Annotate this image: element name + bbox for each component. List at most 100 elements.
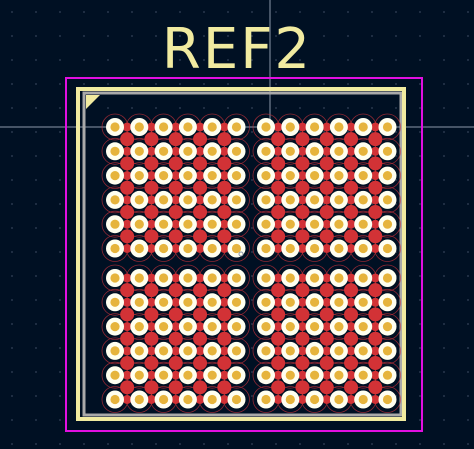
smd-pad[interactable] bbox=[120, 380, 135, 395]
smd-pad[interactable] bbox=[295, 356, 310, 371]
smd-pad-small[interactable] bbox=[346, 346, 356, 356]
smd-pad-small[interactable] bbox=[273, 122, 283, 132]
smd-pad-small[interactable] bbox=[195, 370, 205, 380]
pad-array[interactable] bbox=[101, 113, 401, 413]
smd-pad-small[interactable] bbox=[346, 171, 356, 181]
smd-pad-small[interactable] bbox=[219, 273, 229, 283]
smd-pad-small[interactable] bbox=[346, 146, 356, 156]
smd-pad-small[interactable] bbox=[370, 195, 380, 205]
smd-pad-small[interactable] bbox=[322, 122, 332, 132]
smd-pad-small[interactable] bbox=[219, 171, 229, 181]
smd-pad-small[interactable] bbox=[195, 322, 205, 332]
smd-pad-small[interactable] bbox=[346, 122, 356, 132]
smd-pad-small[interactable] bbox=[322, 273, 332, 283]
smd-pad[interactable] bbox=[168, 229, 183, 244]
smd-pad-small[interactable] bbox=[171, 297, 181, 307]
smd-pad[interactable] bbox=[217, 307, 232, 322]
smd-pad-small[interactable] bbox=[122, 244, 132, 253]
smd-pad-small[interactable] bbox=[273, 195, 283, 205]
smd-pad[interactable] bbox=[295, 205, 310, 220]
smd-pad[interactable] bbox=[120, 205, 135, 220]
smd-pad[interactable] bbox=[368, 132, 383, 147]
smd-pad[interactable] bbox=[271, 331, 286, 346]
smd-pad-small[interactable] bbox=[273, 395, 283, 404]
smd-pad-small[interactable] bbox=[322, 297, 332, 307]
smd-pad-small[interactable] bbox=[171, 322, 181, 332]
smd-pad[interactable] bbox=[168, 331, 183, 346]
smd-pad-small[interactable] bbox=[297, 346, 307, 356]
smd-pad-small[interactable] bbox=[122, 322, 132, 332]
smd-pad[interactable] bbox=[120, 229, 135, 244]
smd-pad-small[interactable] bbox=[273, 146, 283, 156]
smd-pad-small[interactable] bbox=[370, 122, 380, 132]
smd-pad-small[interactable] bbox=[322, 370, 332, 380]
smd-pad-small[interactable] bbox=[370, 219, 380, 229]
smd-pad-small[interactable] bbox=[219, 219, 229, 229]
smd-pad[interactable] bbox=[144, 283, 159, 298]
smd-pad-small[interactable] bbox=[346, 395, 356, 404]
smd-pad[interactable] bbox=[168, 356, 183, 371]
smd-pad[interactable] bbox=[295, 156, 310, 171]
smd-pad-small[interactable] bbox=[195, 346, 205, 356]
smd-pad-small[interactable] bbox=[273, 370, 283, 380]
smd-pad-small[interactable] bbox=[195, 146, 205, 156]
smd-pad-small[interactable] bbox=[322, 146, 332, 156]
smd-pad[interactable] bbox=[193, 229, 208, 244]
smd-pad[interactable] bbox=[319, 156, 334, 171]
smd-pad[interactable] bbox=[295, 307, 310, 322]
smd-pad[interactable] bbox=[368, 356, 383, 371]
smd-pad-small[interactable] bbox=[122, 219, 132, 229]
smd-pad-small[interactable] bbox=[219, 370, 229, 380]
smd-pad-small[interactable] bbox=[122, 146, 132, 156]
smd-pad-small[interactable] bbox=[171, 244, 181, 253]
smd-pad-small[interactable] bbox=[146, 122, 156, 132]
smd-pad-small[interactable] bbox=[171, 146, 181, 156]
smd-pad[interactable] bbox=[295, 132, 310, 147]
smd-pad[interactable] bbox=[217, 229, 232, 244]
smd-pad-small[interactable] bbox=[297, 244, 307, 253]
smd-pad-small[interactable] bbox=[171, 273, 181, 283]
smd-pad[interactable] bbox=[193, 180, 208, 195]
smd-pad-small[interactable] bbox=[297, 195, 307, 205]
smd-pad[interactable] bbox=[217, 156, 232, 171]
smd-pad-small[interactable] bbox=[322, 322, 332, 332]
smd-pad[interactable] bbox=[144, 307, 159, 322]
smd-pad-small[interactable] bbox=[219, 195, 229, 205]
smd-pad-small[interactable] bbox=[346, 297, 356, 307]
smd-pad[interactable] bbox=[144, 331, 159, 346]
smd-pad[interactable] bbox=[168, 132, 183, 147]
smd-pad[interactable] bbox=[144, 380, 159, 395]
smd-pad-small[interactable] bbox=[273, 322, 283, 332]
smd-pad-small[interactable] bbox=[297, 273, 307, 283]
smd-pad[interactable] bbox=[217, 283, 232, 298]
smd-pad[interactable] bbox=[271, 283, 286, 298]
smd-pad-small[interactable] bbox=[122, 171, 132, 181]
smd-pad[interactable] bbox=[344, 156, 359, 171]
smd-pad[interactable] bbox=[344, 331, 359, 346]
smd-pad[interactable] bbox=[295, 283, 310, 298]
smd-pad[interactable] bbox=[344, 132, 359, 147]
smd-pad-small[interactable] bbox=[346, 322, 356, 332]
smd-pad-small[interactable] bbox=[370, 370, 380, 380]
smd-pad-small[interactable] bbox=[219, 322, 229, 332]
smd-pad[interactable] bbox=[120, 356, 135, 371]
smd-pad[interactable] bbox=[368, 380, 383, 395]
smd-pad-small[interactable] bbox=[370, 244, 380, 253]
smd-pad[interactable] bbox=[344, 307, 359, 322]
smd-pad-small[interactable] bbox=[370, 171, 380, 181]
smd-pad[interactable] bbox=[271, 229, 286, 244]
smd-pad-small[interactable] bbox=[146, 244, 156, 253]
smd-pad-small[interactable] bbox=[219, 346, 229, 356]
smd-pad[interactable] bbox=[271, 180, 286, 195]
smd-pad[interactable] bbox=[344, 180, 359, 195]
smd-pad[interactable] bbox=[319, 356, 334, 371]
smd-pad-small[interactable] bbox=[171, 171, 181, 181]
smd-pad-small[interactable] bbox=[346, 219, 356, 229]
smd-pad[interactable] bbox=[168, 283, 183, 298]
smd-pad[interactable] bbox=[319, 283, 334, 298]
smd-pad[interactable] bbox=[193, 356, 208, 371]
smd-pad-small[interactable] bbox=[122, 370, 132, 380]
smd-pad-small[interactable] bbox=[146, 346, 156, 356]
